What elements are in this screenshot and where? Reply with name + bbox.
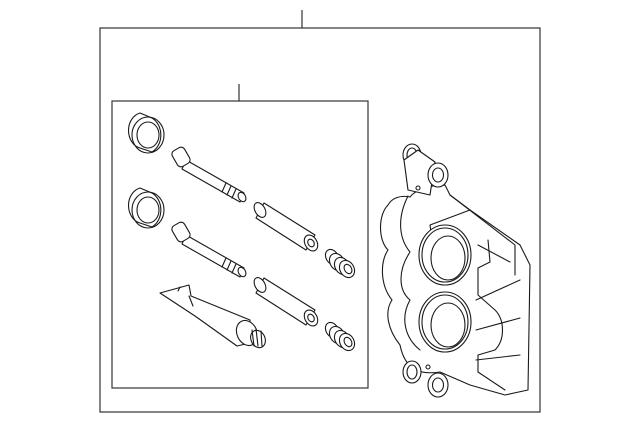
caliper-assembly-callout <box>99 10 541 413</box>
guide-pin-sleeve-lower <box>253 277 319 327</box>
guide-pin-bolt-lower <box>171 221 247 278</box>
dust-boot-lower <box>324 321 356 352</box>
piston-seal-upper <box>127 112 165 154</box>
piston-seal-lower <box>127 187 165 229</box>
hardware-kit-callout <box>111 84 369 389</box>
guide-pin-bolt-upper <box>171 146 247 203</box>
guide-pin-sleeve-upper <box>253 202 319 252</box>
grease-tube <box>159 284 266 349</box>
caliper-housing <box>379 143 531 398</box>
dust-boot-upper <box>324 248 356 279</box>
